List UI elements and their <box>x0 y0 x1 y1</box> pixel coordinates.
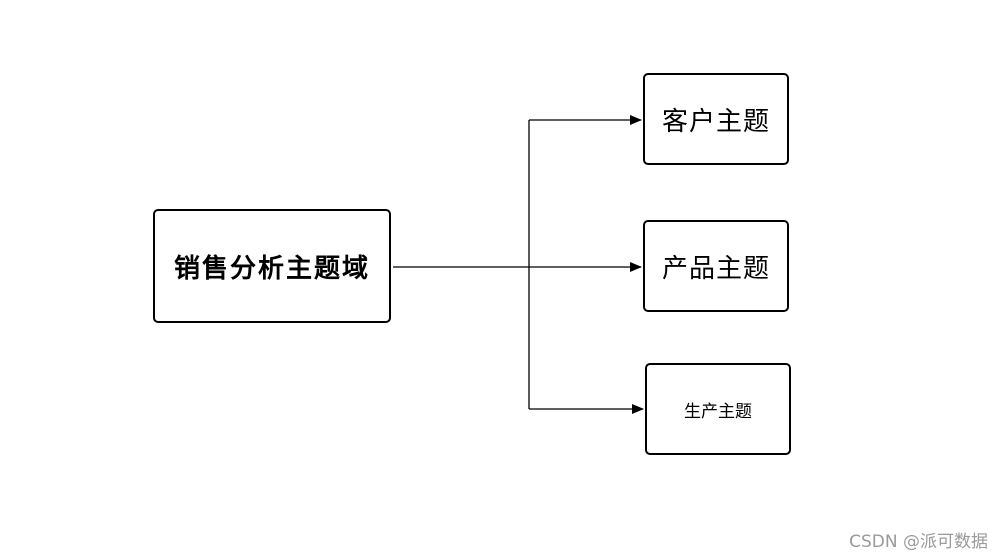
root-node-label: 销售分析主题域 <box>173 253 370 284</box>
watermark: CSDN @派可数据 <box>849 532 988 552</box>
child-node-customer-label: 客户主题 <box>661 106 770 137</box>
child-node-product: 产品主题 <box>643 220 789 312</box>
root-node-sales-analysis: 销售分析主题域 <box>153 209 391 323</box>
child-node-production-label: 生产主题 <box>684 401 752 422</box>
child-node-production: 生产主题 <box>645 363 791 455</box>
child-node-customer: 客户主题 <box>643 73 789 165</box>
child-node-product-label: 产品主题 <box>661 253 770 284</box>
